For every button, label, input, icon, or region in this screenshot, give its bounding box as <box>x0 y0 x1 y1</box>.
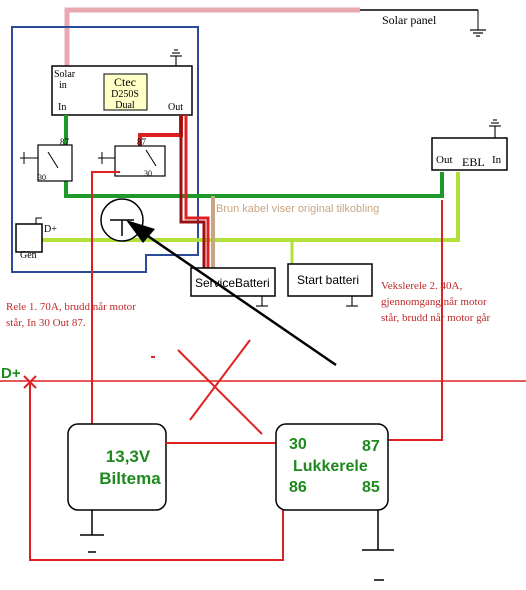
generator-dplus-lead <box>35 217 42 224</box>
ctec-ground-icon <box>170 49 182 66</box>
start-battery-label: Start batteri <box>297 273 359 287</box>
lukkerele-87-label: 87 <box>362 438 380 455</box>
biltema-voltage-label: 13,3V <box>106 447 151 466</box>
relay-2-coil-icon <box>98 149 157 167</box>
enclosure-outline <box>11 26 199 273</box>
relay-2-box <box>114 145 166 177</box>
cross-out-line-2 <box>189 339 251 421</box>
ebl-name-label: EBL <box>462 155 485 169</box>
ctec-label-box <box>103 73 148 111</box>
ctec-model-label: D250S <box>111 89 139 100</box>
ebl-box <box>431 137 508 171</box>
rele1-note-line2: står, In 30 Out 87. <box>6 317 86 329</box>
lukkerele-85-label: 85 <box>362 479 380 496</box>
veksle-note-line1: Vekslerele 2. 40A, <box>381 280 463 292</box>
ctec-brand-label: Ctec <box>114 75 136 89</box>
pointer-arrow-line <box>141 230 337 367</box>
generator-box <box>15 223 43 253</box>
relay-1-30-label: 30 <box>38 173 46 182</box>
service-battery-label: ServiceBatteri <box>195 276 270 290</box>
lukkerele-30-label: 30 <box>289 436 307 453</box>
ctec-out-label: Out <box>168 102 183 113</box>
ctec-dual-label: Dual <box>115 100 135 111</box>
meter-needle <box>110 219 134 236</box>
generator-dplus-label: D+ <box>44 224 57 235</box>
relay-2-87-label: 87 <box>137 137 147 147</box>
relay-2-30-label: 30 <box>144 169 152 178</box>
lukkerele-86-label: 86 <box>289 479 307 496</box>
lukkerele-box <box>275 423 389 511</box>
dplus-drop-wire <box>29 382 284 561</box>
ctec-in-label: In <box>58 102 66 113</box>
ebl-ground-icon <box>489 119 501 138</box>
solar-wire <box>64 7 360 70</box>
rele1-note-line1: Rele 1. 70A, brudd når motor <box>6 301 136 313</box>
ebl-in-label: In <box>492 154 502 166</box>
solar-panel-label: Solar panel <box>382 13 437 27</box>
solar-panel-ground-icon <box>470 29 486 37</box>
veksle-note-line2: gjennomgang når motor <box>381 296 487 308</box>
cross-out-line-1 <box>177 349 263 435</box>
biltema-box <box>67 423 167 511</box>
red-wire-to-service <box>184 115 210 268</box>
ctec-solar-label: Solar <box>54 69 76 80</box>
ebl-out-label: Out <box>436 154 453 166</box>
generator-label: Gen <box>20 250 37 261</box>
start-battery-ground-icon <box>346 296 358 307</box>
dark-red-wire <box>179 115 206 268</box>
lukkerele-name-label: Lukkerele <box>293 458 368 475</box>
relay-1-coil-icon <box>20 151 59 169</box>
service-battery-ground-icon <box>256 296 268 307</box>
lukkerele-ground-icon <box>362 510 394 581</box>
lime-wire-dplus <box>42 172 460 242</box>
start-battery-box <box>287 263 373 297</box>
pointer-arrow-head <box>126 220 155 243</box>
veksle-note-line3: står, brudd når motor går <box>381 312 491 324</box>
service-battery-box <box>190 267 276 297</box>
dplus-line-label: D+ <box>1 365 21 382</box>
brown-wire-note: Brun kabel viser original tilkobling <box>216 203 379 215</box>
biltema-ground-icon <box>80 510 104 553</box>
ctec-solar-in-label: in <box>59 80 67 91</box>
biltema-name-label: Biltema <box>99 469 161 488</box>
red-wire-relay2-biltema <box>91 171 120 440</box>
green-wire-veksle <box>388 200 443 441</box>
relay-1-87-label: 87 <box>60 137 70 147</box>
